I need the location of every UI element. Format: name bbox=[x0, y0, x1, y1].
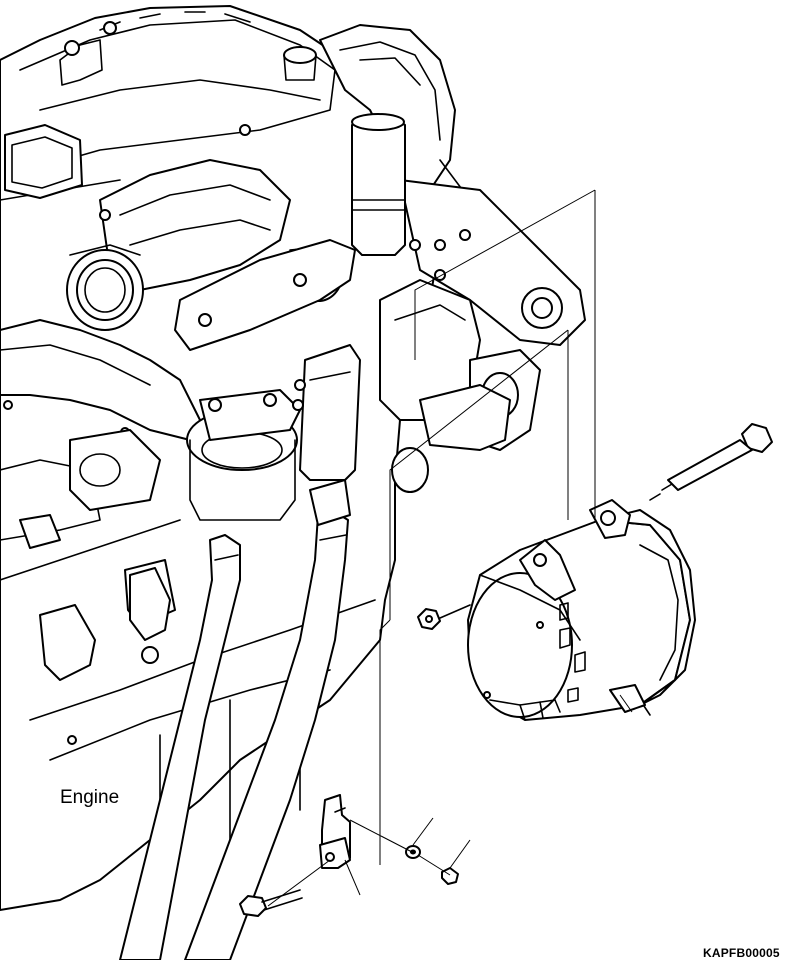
drawing-code: KAPFB00005 bbox=[703, 946, 780, 960]
engine-assembly bbox=[0, 5, 586, 960]
alternator-mounting-bolt bbox=[649, 423, 773, 501]
mounting-bracket bbox=[319, 794, 351, 869]
small-bolt bbox=[441, 867, 459, 885]
leader-lines bbox=[267, 189, 633, 907]
lock-washer bbox=[405, 845, 421, 859]
alternator-nut bbox=[417, 604, 471, 630]
alternator bbox=[467, 499, 696, 721]
engine-label: Engine bbox=[60, 787, 120, 808]
